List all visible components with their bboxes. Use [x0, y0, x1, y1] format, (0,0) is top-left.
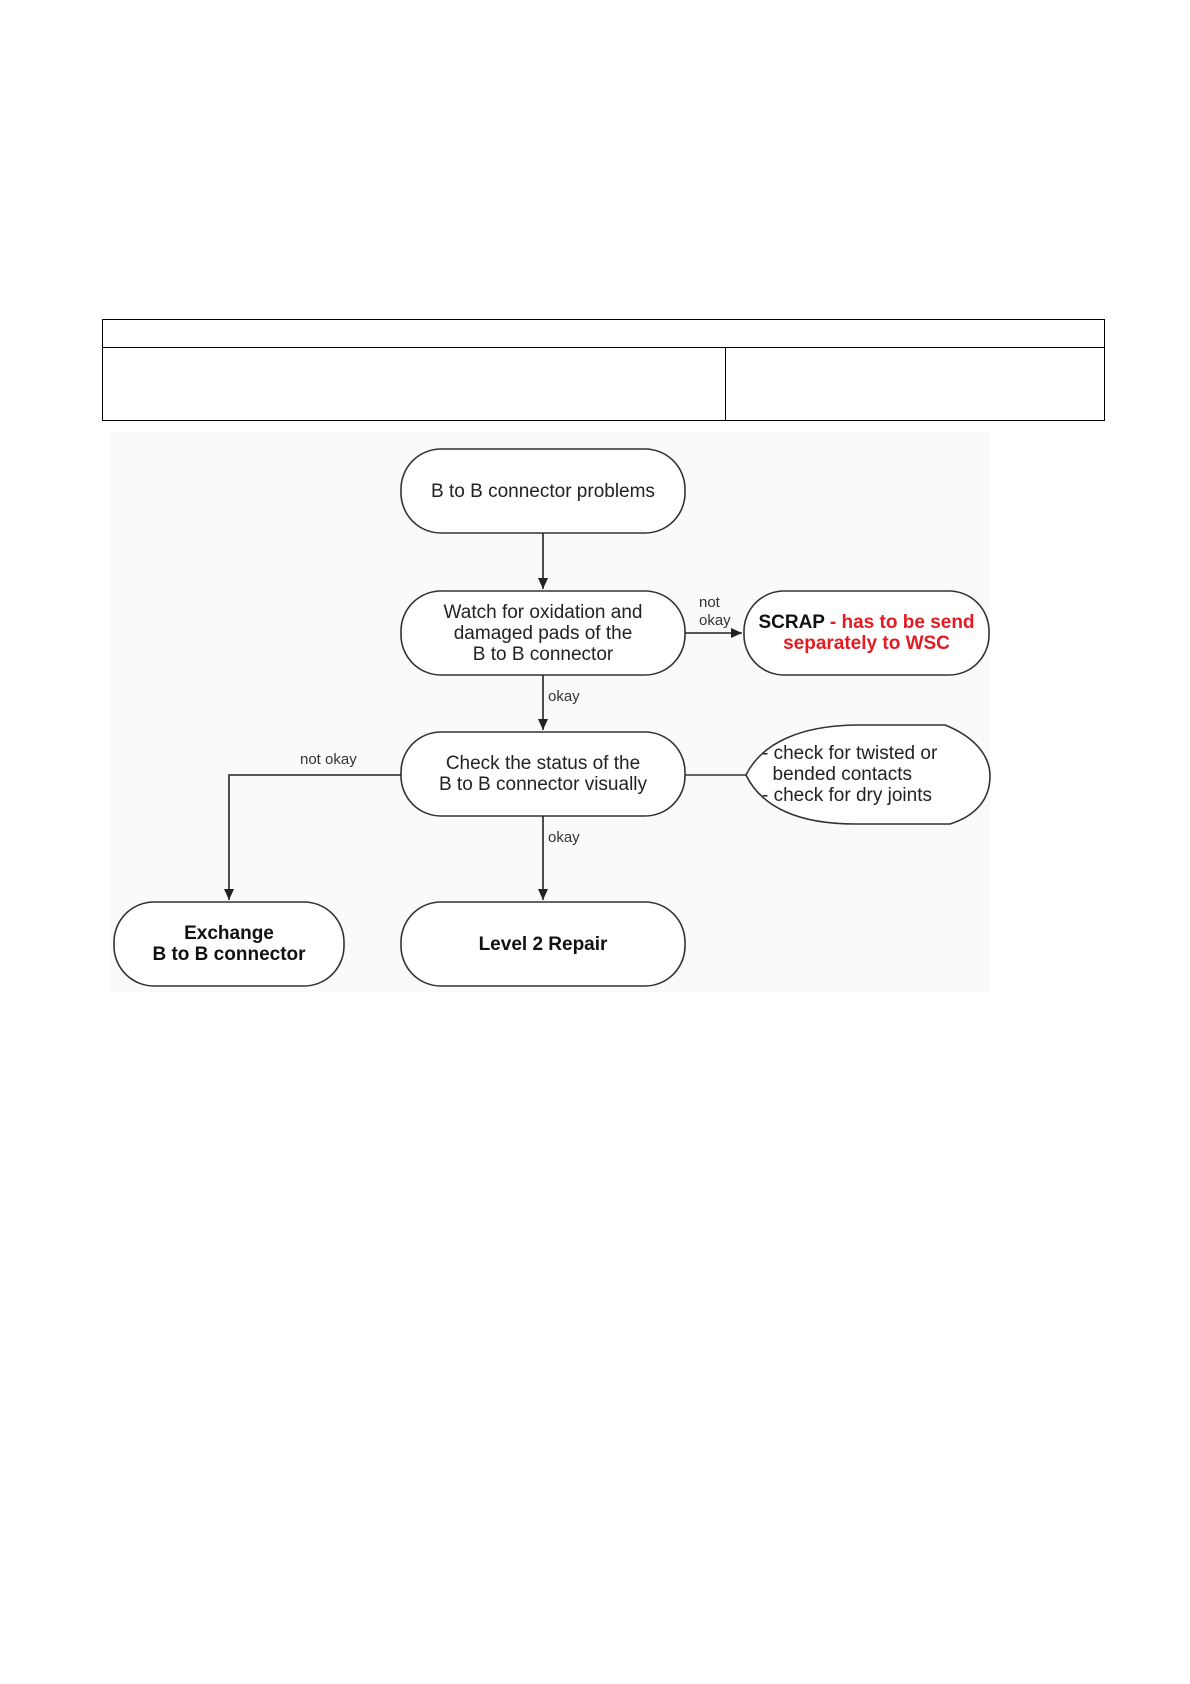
node-watch-label: Watch for oxidation and damaged pads of …: [443, 601, 643, 665]
scrap-label-red: - has to be send separately to WSC: [783, 612, 975, 654]
scrap-label-black: SCRAP: [758, 612, 825, 633]
node-level2-shape: [400, 901, 686, 987]
edge-label-okay-1: okay: [548, 688, 580, 705]
node-start-label: B to B connector problems: [431, 480, 655, 502]
node-exchange-shape: [113, 901, 345, 987]
edge-label-okay-2: okay: [548, 829, 580, 846]
edge-check-to-exchange: [224, 774, 401, 900]
edge-label-not-okay-2: not okay: [300, 751, 357, 768]
edge-label-not-okay-1: not okay: [699, 594, 731, 629]
node-exchange-label: Exchange B to B connector: [152, 923, 306, 965]
header-table: [102, 319, 1105, 421]
note-callout-label: - check for twisted or bended contacts -…: [762, 742, 938, 806]
header-table-row-divider: [103, 347, 1104, 348]
note-callout-shape: [745, 724, 991, 825]
node-scrap-label: SCRAP - has to be send separately to WSC: [744, 591, 989, 675]
node-scrap-shape: [743, 590, 990, 676]
node-level2-label: Level 2 Repair: [478, 933, 608, 955]
node-check-label: Check the status of the B to B connector…: [438, 753, 648, 795]
header-table-column-divider: [725, 347, 726, 420]
